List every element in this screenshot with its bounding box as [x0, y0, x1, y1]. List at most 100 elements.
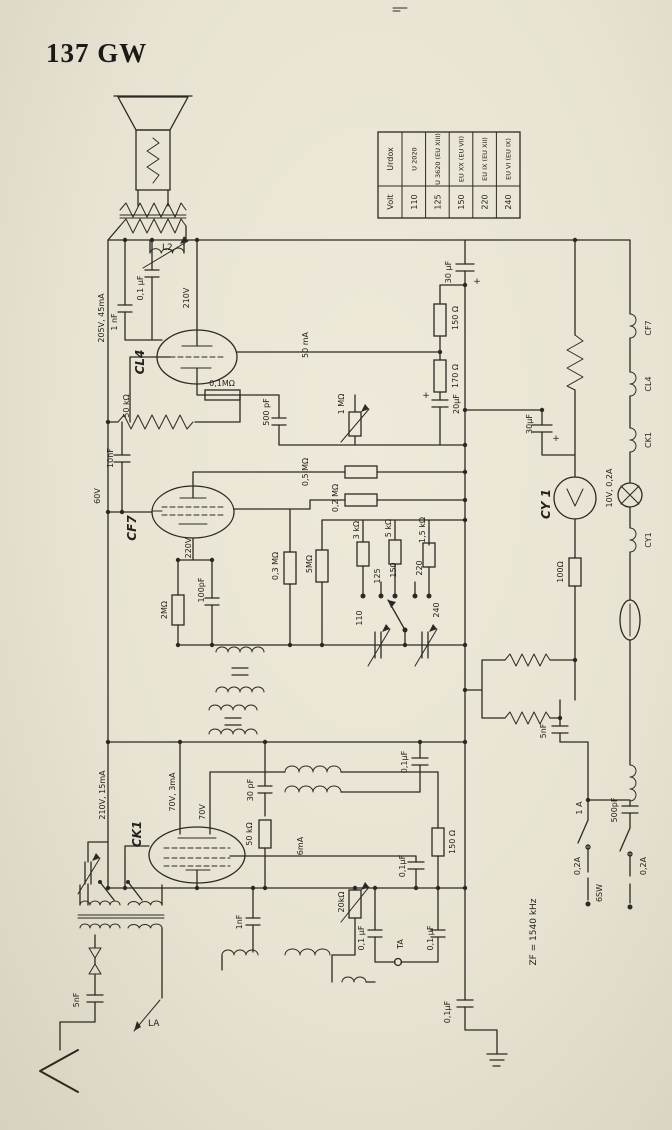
tube-cy1-filament [566, 488, 584, 507]
tube-cf7-envelope [151, 485, 235, 539]
resistor-0.2mohm [344, 493, 378, 507]
label-3kohm: 3 kΩ [352, 521, 361, 539]
tube-cf7-grids [161, 506, 225, 516]
label-5mohm: 5MΩ [305, 555, 314, 573]
resistor-0.5mohm [344, 465, 378, 479]
label-5nf-right: 5nF [539, 723, 548, 738]
label-50ma: 50 mA [301, 331, 310, 358]
ta-socket [393, 957, 403, 967]
spark-gap-triangles [88, 947, 102, 975]
label-100pf: 100pF [197, 577, 206, 602]
antenna [39, 1049, 79, 1093]
label-sel-110: 110 [355, 610, 364, 625]
label-0.1uf-ta1: 0,1 μF [357, 925, 366, 950]
label-500pf: 500 pF [262, 398, 271, 426]
resistor-2mohm [171, 594, 185, 626]
label-500pf-mains: 500pF [610, 797, 619, 822]
selector-contact [412, 593, 418, 599]
label-70v: 70V [198, 804, 207, 820]
label-170ohm: 170 Ω [451, 364, 460, 388]
speaker-cone [113, 95, 193, 131]
mains-pins [585, 901, 633, 910]
resistor-3kohm [356, 541, 370, 567]
label-0.5mohm: 0,5 MΩ [301, 458, 310, 486]
label-70v-3ma: 70V, 3mA [168, 772, 177, 812]
antenna-icon [39, 1049, 79, 1093]
label-sel-150: 150 [389, 562, 398, 577]
label-210v-15ma: 210V, 15mA [98, 770, 107, 820]
label-0.1uf-output: 0,1 μF [136, 275, 145, 300]
label-0.2mohm: 0,2 MΩ [331, 484, 340, 512]
resistor-1.5kohm [422, 542, 436, 568]
switch-contact [627, 851, 633, 857]
label-0.1uf-ground: 0,1μF [443, 1000, 452, 1023]
table-grid [377, 131, 521, 219]
dial-ellipse [619, 599, 641, 641]
label-0.1uf-ck1: 0,1μF [398, 854, 407, 877]
switch-pivot [98, 880, 102, 884]
coil-l2 [149, 247, 185, 254]
tube-cl4-electrodes [180, 345, 213, 369]
dial-lamp [619, 599, 641, 641]
wiring [59, 189, 631, 1055]
resistor-5kohm [388, 539, 402, 565]
if-transformer-1 [215, 646, 265, 693]
speaker-magnet [135, 129, 171, 191]
label-5nf-antenna: 5nF [72, 992, 81, 1007]
label-0.1uf-ta2: 0,1 μF [426, 925, 435, 950]
arrow-lines [77, 240, 438, 1032]
mains-pin [627, 904, 633, 910]
selector-contact [378, 593, 384, 599]
label-heater-cy1: CY1 [644, 532, 653, 547]
switch-pivot [126, 880, 130, 884]
table-cell-urdox: EU XX (EU VII) [458, 136, 466, 182]
table-cell-volt: 110 [410, 194, 419, 209]
label-30uf-top: 30 μF [444, 260, 453, 283]
label-150ohm-output: 150 Ω [451, 306, 460, 330]
label-plus: + [552, 434, 560, 444]
resistor-50kohm-osc [258, 819, 272, 849]
label-sel-125: 125 [373, 568, 382, 583]
label-tube-ck1: CK1 [130, 821, 144, 847]
table-cell-volt: 150 [457, 194, 466, 209]
antenna-transformer [77, 900, 165, 929]
label-heater-ck1: CK1 [644, 432, 653, 448]
if-transformer-2 [208, 704, 258, 735]
resistor-150ohm-ck1 [431, 827, 445, 857]
selector-contact [392, 593, 398, 599]
resistor-0.3mohm [283, 551, 297, 585]
wires-top [107, 239, 631, 1055]
table-cell-volt: 220 [481, 194, 490, 209]
resistors [171, 303, 582, 919]
voltage-selector [360, 593, 432, 633]
spark-gaps [88, 947, 102, 975]
label-1a: 1 A [575, 801, 584, 815]
top-mark [392, 7, 408, 12]
tube-cl4 [156, 329, 238, 385]
speaker [113, 95, 193, 191]
label-1.5kohm: 1,5 kΩ [418, 517, 427, 543]
tube-ck1-envelope [148, 826, 246, 884]
selector-contact [426, 593, 432, 599]
label-0.3mohm: 0,3 MΩ [271, 552, 280, 580]
label-tube-cf7: CF7 [125, 515, 139, 541]
table-cell-volt: 125 [433, 194, 442, 209]
table-header-urdox: Urdox [386, 147, 395, 171]
label-30pf: 30 pF [246, 778, 255, 801]
zigzag-resistors [117, 334, 584, 725]
table-cell-urdox: U 3620 (EU XIII) [434, 133, 442, 185]
pilot-lamp [617, 482, 643, 508]
tube-ck1 [148, 826, 246, 884]
output-transformer [119, 202, 187, 234]
urdox-resistor-2 [504, 711, 551, 725]
heater-bumps [629, 313, 637, 802]
wires-lower [59, 741, 466, 1051]
tube-ck1-electrodes [177, 837, 217, 871]
label-220v: 220V [184, 537, 193, 558]
label-205v-45ma: 205V, 45mA [97, 293, 106, 343]
urdox-resistor-1 [504, 653, 551, 667]
label-5kohm: 5 kΩ [384, 519, 393, 537]
voltage-table: Urdox Volt U 2020 U 3620 (EU XIII) EU XX… [377, 131, 521, 219]
